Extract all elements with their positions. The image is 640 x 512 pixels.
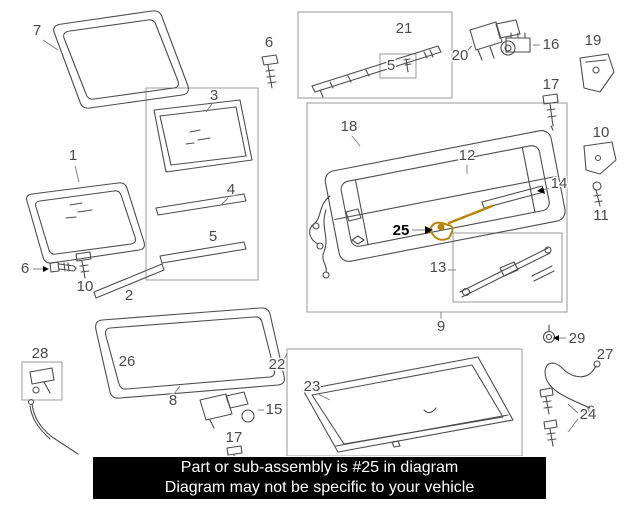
part-18-drawing	[309, 130, 566, 279]
banner-line-2: Diagram may not be specific to your vehi…	[164, 479, 475, 496]
part-24-drawing	[539, 387, 579, 447]
part-21-label: 21	[396, 20, 413, 37]
part-5-inset-label: 5	[387, 57, 395, 74]
part-26-drawing	[95, 307, 285, 399]
part-20-drawing	[465, 19, 521, 61]
part-27-label: 27	[597, 346, 614, 363]
part-2-label: 2	[125, 287, 133, 304]
part-10-left-drawing	[75, 251, 92, 279]
part-19-drawing	[579, 53, 615, 93]
part-8-label: 8	[169, 392, 177, 409]
part-9-label: 9	[437, 318, 445, 335]
part-6-left-label: 6	[21, 260, 29, 277]
part-25-label: 25	[393, 222, 410, 239]
part-5-label: 5	[209, 228, 217, 245]
part-3-drawing	[153, 99, 253, 173]
group-box-panel-3-4-5	[145, 87, 259, 281]
part-23-label: 23	[304, 378, 321, 395]
part-29-label: 29	[569, 330, 586, 347]
part-12-label: 12	[459, 147, 476, 164]
part-11-drawing	[592, 181, 603, 207]
part-29-drawing	[542, 324, 566, 344]
part-17-right-drawing	[542, 93, 559, 131]
part-17-bottom-drawing	[226, 445, 243, 456]
part-5-drawing	[159, 241, 247, 264]
part-20-label: 20	[452, 47, 469, 64]
part-8-leader	[173, 385, 181, 395]
part-13-label: 13	[430, 259, 447, 276]
part-15-label: 15	[266, 401, 283, 418]
group-box-drain-13	[452, 232, 563, 303]
part-6-top-drawing	[261, 54, 279, 89]
part-4-label: 4	[227, 181, 235, 198]
part-25-highlighted-drawing	[429, 204, 494, 241]
group-box-sunshade-22	[286, 348, 523, 456]
part-5-inset-drawing	[403, 58, 412, 73]
part-22-label: 22	[269, 356, 286, 373]
parts-diagram-canvas: 7 6 3 4 5	[19, 10, 617, 456]
group-box-frame-9	[306, 102, 568, 313]
part-28-drawing	[21, 361, 79, 455]
part-3-label: 3	[210, 87, 218, 104]
part-10-right-label: 10	[593, 124, 610, 141]
part-13-drawing	[448, 246, 555, 298]
part-6-top-label: 6	[265, 34, 273, 51]
part-19-label: 19	[585, 32, 602, 49]
part-4-drawing	[155, 193, 247, 216]
part-23-drawing	[302, 356, 514, 453]
part-1-label: 1	[69, 147, 77, 164]
part-27-drawing	[544, 360, 601, 413]
part-10-left-label: 10	[77, 278, 94, 295]
group-box-deflector-21	[297, 11, 453, 99]
part-17-right-label: 17	[543, 76, 560, 93]
part-11-label: 11	[593, 207, 609, 224]
part-22-leader	[281, 353, 288, 363]
part-26-label: 26	[119, 353, 136, 370]
part-24-label: 24	[580, 406, 597, 423]
part-21-drawing	[311, 45, 442, 98]
part-16-drawing	[505, 32, 540, 53]
part-6-left-drawing	[33, 261, 77, 273]
part-25-pointer-arrow	[425, 226, 433, 234]
part-1-drawing	[26, 165, 145, 264]
group-box-5-inset	[379, 53, 417, 79]
part-2-drawing	[93, 263, 165, 299]
banner-line-1: Part or sub-assembly is #25 in diagram	[180, 459, 459, 476]
part-16-label: 16	[543, 36, 560, 53]
part-10-right-drawing	[583, 141, 617, 175]
part-7-drawing	[42, 10, 189, 109]
part-28-label: 28	[32, 345, 49, 362]
part-17-bottom-label: 17	[226, 429, 243, 446]
part-18-label: 18	[341, 118, 358, 135]
part-14-label: 14	[551, 175, 568, 192]
diagram-banner: Part or sub-assembly is #25 in diagram D…	[93, 457, 546, 499]
part-14-drawing	[481, 185, 550, 209]
part-7-label: 7	[33, 22, 41, 39]
part-15-drawing	[199, 391, 264, 429]
